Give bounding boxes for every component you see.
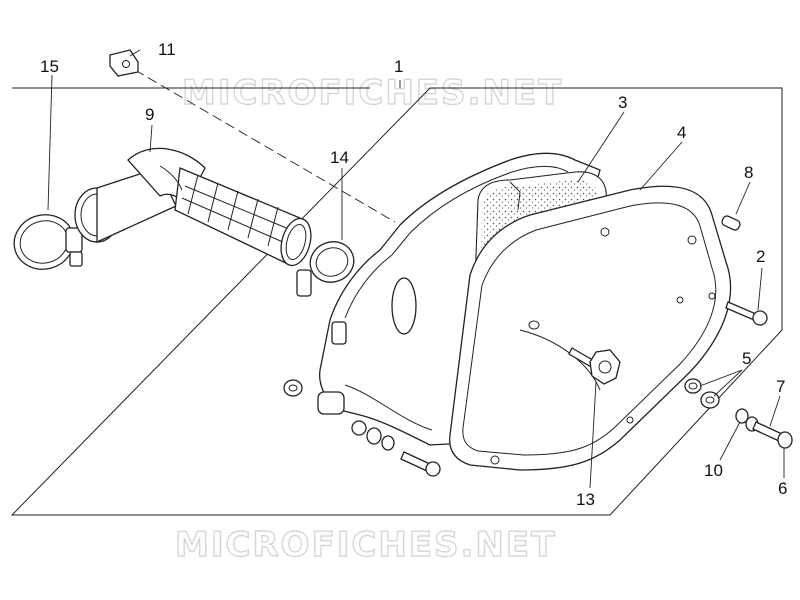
callout-15: 15 <box>40 57 59 76</box>
callout-13: 13 <box>576 490 595 509</box>
washers-right <box>735 408 759 432</box>
intake-duct <box>74 147 312 267</box>
pin <box>721 215 741 231</box>
watermark-bottom: MICROFICHES.NET <box>175 525 556 565</box>
leader-8 <box>735 181 751 215</box>
callout-9: 9 <box>145 105 154 124</box>
leader-2 <box>757 267 763 311</box>
callout-6: 6 <box>778 479 787 498</box>
leader-5 <box>699 369 743 397</box>
leader-11 <box>129 49 141 57</box>
callout-4: 4 <box>677 123 686 142</box>
leader-9 <box>149 124 153 153</box>
bolt-right <box>752 421 793 449</box>
leader-10 <box>719 421 741 461</box>
callout-10: 10 <box>704 461 723 480</box>
filter-cover <box>449 185 732 471</box>
callout-1: 1 <box>394 57 403 76</box>
callout-2: 2 <box>756 247 765 266</box>
leader-7 <box>769 395 781 427</box>
knob-screw <box>568 347 621 385</box>
watermark-top: MICROFICHES.NET <box>182 73 563 113</box>
callout-14: 14 <box>330 148 349 167</box>
hose-clamp-small <box>296 241 355 297</box>
leader-15 <box>47 74 53 211</box>
callout-11: 11 <box>158 40 176 59</box>
assembly-frame <box>10 87 783 516</box>
leader-4 <box>639 141 683 191</box>
leader-13 <box>589 381 597 489</box>
callout-8: 8 <box>744 163 753 182</box>
callout-3: 3 <box>618 93 627 112</box>
assembly-centerline <box>134 69 396 223</box>
clip-nut <box>109 49 139 77</box>
callout-7: 7 <box>776 377 785 396</box>
bolt-left-set <box>351 420 441 477</box>
leader-3 <box>577 111 625 183</box>
screw-top <box>725 301 768 326</box>
hose-clamp-large <box>13 214 83 270</box>
callout-5: 5 <box>742 349 751 368</box>
